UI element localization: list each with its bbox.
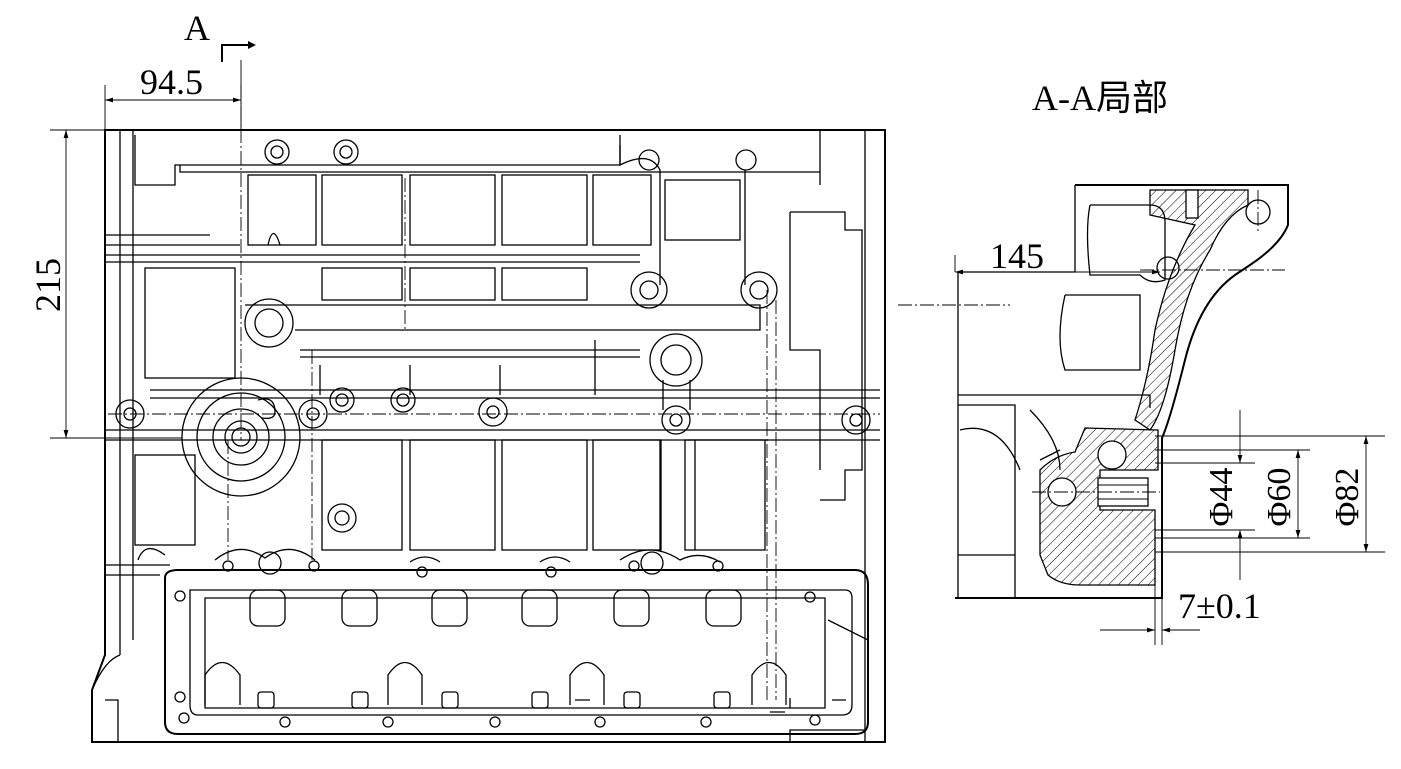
side-view bbox=[91, 85, 886, 743]
dim-label-215: 215 bbox=[28, 258, 68, 312]
dim-94-5: 94.5 bbox=[104, 60, 242, 130]
dim-label-phi44: Φ44 bbox=[1203, 468, 1240, 527]
upper-ribs bbox=[144, 145, 880, 470]
hatched-wall bbox=[1134, 189, 1249, 431]
section-title: A-A局部 bbox=[1032, 78, 1168, 118]
dim-label-phi82: Φ82 bbox=[1329, 468, 1366, 527]
lower-ribs bbox=[105, 429, 880, 576]
boss-holes bbox=[115, 139, 871, 550]
dim-diameters: Φ44 Φ60 Φ82 bbox=[1155, 410, 1385, 580]
dim-label-94-5: 94.5 bbox=[140, 62, 203, 102]
pan-bolt-holes bbox=[174, 560, 821, 728]
oil-pan-flange bbox=[164, 548, 869, 735]
dim-label-phi60: Φ60 bbox=[1261, 468, 1298, 527]
dim-7-tolerance: 7±0.1 bbox=[1100, 552, 1261, 645]
dim-label-145: 145 bbox=[990, 236, 1044, 276]
section-outline bbox=[955, 184, 1289, 599]
section-marker-label: A bbox=[184, 8, 210, 48]
section-view: A-A局部 145 bbox=[898, 78, 1385, 645]
dim-label-7-tolerance: 7±0.1 bbox=[1178, 586, 1261, 626]
block-outline bbox=[91, 129, 886, 743]
section-marker: A bbox=[184, 8, 256, 62]
dim-145: 145 bbox=[954, 236, 1160, 276]
dim-215: 215 bbox=[28, 129, 182, 439]
